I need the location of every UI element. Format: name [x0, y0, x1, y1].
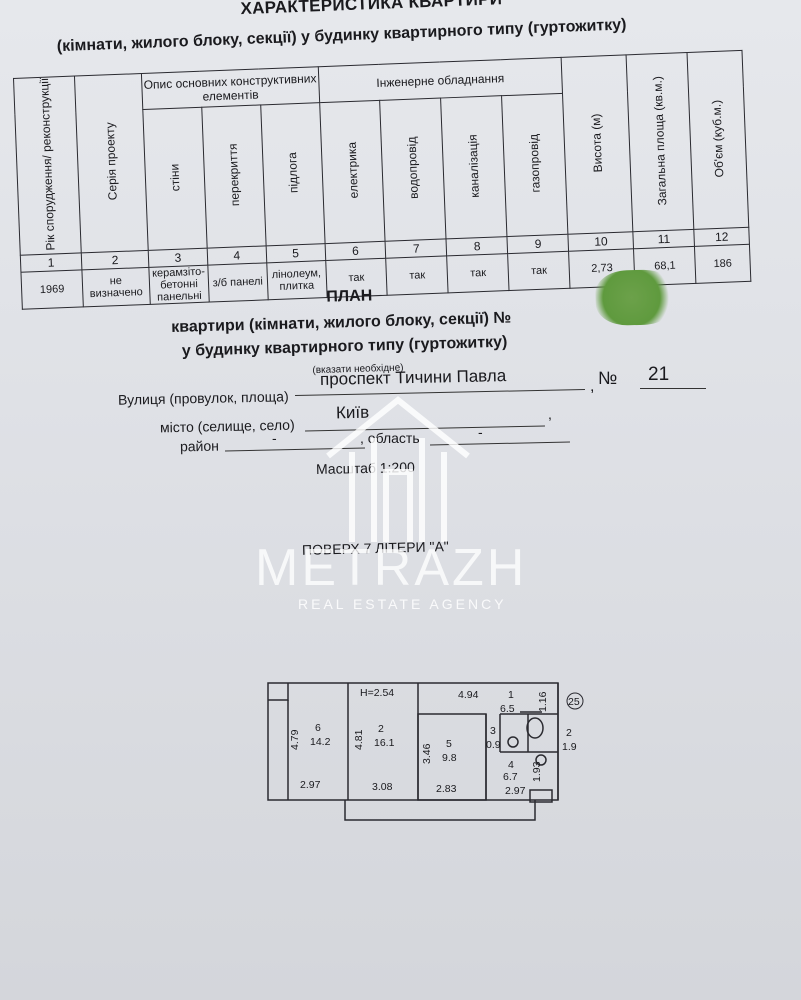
room3-number: 3 [490, 725, 496, 737]
room2-area: 16.1 [374, 737, 395, 749]
dim-top-length: 4.94 [458, 689, 479, 701]
house-logo-icon [326, 396, 470, 542]
region-value: - [478, 424, 483, 440]
dim-room6-height: 4.79 [289, 729, 301, 750]
room1-number: 1 [508, 689, 514, 701]
watermark-brand: METRAZH [255, 539, 528, 597]
room2-number: 2 [378, 723, 384, 735]
dim-room4-height: 1.93 [531, 761, 543, 782]
plan-badge: 25 [568, 696, 580, 708]
height-label: H=2.54 [360, 687, 394, 699]
city-comma: , [548, 406, 552, 422]
number-underline [640, 388, 706, 389]
street-comma: , [590, 378, 595, 395]
room6-area: 14.2 [310, 736, 331, 748]
room3-area: 0.9 [486, 739, 501, 751]
dim-room2-height: 4.81 [353, 729, 365, 750]
room2b-area: 1.9 [562, 741, 577, 753]
dim-room4-width: 2.97 [505, 785, 526, 797]
room5-number: 5 [446, 738, 452, 750]
dim-room5-width: 2.83 [436, 783, 457, 795]
number-label: № [598, 368, 618, 388]
district-value: - [272, 430, 277, 446]
dim-room1-height: 1.16 [537, 691, 549, 712]
watermark-tagline: REAL ESTATE AGENCY [298, 596, 507, 612]
room4-number: 4 [508, 759, 514, 771]
number-value: 21 [648, 364, 670, 385]
room5-area: 9.8 [442, 752, 457, 764]
room1-area: 6.5 [500, 703, 515, 715]
dim-room2-width: 3.08 [372, 781, 393, 793]
room4-area: 6.7 [503, 771, 518, 783]
dim-room6-width: 2.97 [300, 779, 321, 791]
room6-number: 6 [315, 722, 321, 734]
dim-room5-height: 3.46 [421, 743, 433, 764]
room2b-number: 2 [566, 727, 572, 739]
plan-badge-circle [566, 692, 584, 710]
floor-plan-walls [267, 682, 559, 821]
